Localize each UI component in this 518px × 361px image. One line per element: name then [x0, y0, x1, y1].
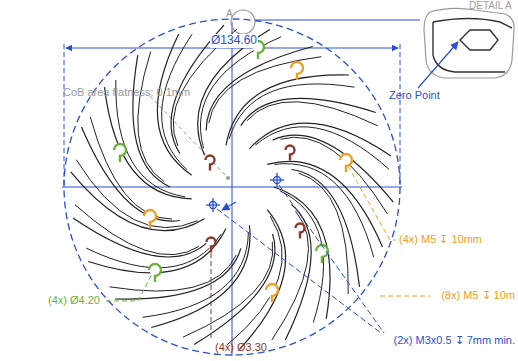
fin-line	[75, 205, 199, 255]
extension-line	[64, 44, 65, 187]
fin-line	[229, 84, 355, 139]
center-line	[232, 22, 233, 356]
note-text: CoB area flatness: 0.1mm	[62, 86, 191, 99]
fin-group	[71, 25, 394, 349]
hole-callout: (2x) M3x0.5 ↧ 7mm min.	[393, 334, 516, 347]
fin-line	[198, 30, 270, 156]
detail-outline	[424, 8, 514, 78]
leader-line	[217, 209, 381, 333]
leader-line	[279, 185, 384, 333]
hole-callout: (4x) Ø4.20	[47, 294, 101, 307]
dimension-text: Ø134.60	[210, 34, 258, 48]
hole-symbol	[206, 156, 215, 171]
leader-line	[106, 274, 152, 301]
hole-symbol	[149, 264, 161, 282]
detail-profile	[433, 19, 512, 73]
fin-line	[143, 232, 249, 317]
hole-symbol	[114, 144, 126, 162]
leader-line	[348, 166, 396, 240]
hole-symbol	[144, 210, 156, 228]
hole-symbol	[296, 224, 305, 239]
fin-line	[273, 135, 394, 202]
fin-line	[157, 34, 191, 175]
hole-callout: (8x) M5 ↧ 10m	[440, 289, 516, 302]
leader-line	[211, 248, 212, 338]
extension-line	[400, 44, 401, 187]
fin-line	[249, 123, 391, 156]
hole-group	[114, 41, 352, 302]
datum-mark	[206, 173, 284, 212]
hole-symbol	[291, 62, 303, 80]
fin-line	[267, 161, 382, 247]
callout-text: Zero Point	[388, 89, 441, 102]
fin-line	[206, 47, 313, 131]
fin-line	[151, 225, 250, 327]
fin-line	[133, 55, 170, 187]
leader-line	[255, 20, 420, 21]
leader-line	[222, 202, 236, 210]
leader-line	[418, 42, 458, 88]
fin-line	[73, 218, 206, 257]
fin-line	[82, 127, 180, 221]
fin-line	[138, 52, 164, 182]
fin-line	[281, 137, 388, 214]
fin-line	[247, 102, 378, 126]
leader-dot	[226, 176, 230, 180]
hole-symbol	[207, 238, 216, 253]
fin-line	[105, 87, 192, 199]
hole-callout: (4x) M5 ↧ 10mm	[398, 233, 483, 246]
detail-title: DETAIL A	[468, 0, 513, 12]
hole-symbol	[266, 284, 278, 302]
hole-symbol	[286, 146, 295, 161]
detail-letter: A	[225, 8, 234, 20]
hole-symbol	[316, 245, 328, 263]
fin-line	[110, 255, 237, 291]
fin-line	[292, 170, 360, 287]
hole-callout: (4x) Ø3.30	[214, 341, 268, 354]
leader-line	[380, 296, 430, 297]
fin-line	[274, 164, 373, 257]
